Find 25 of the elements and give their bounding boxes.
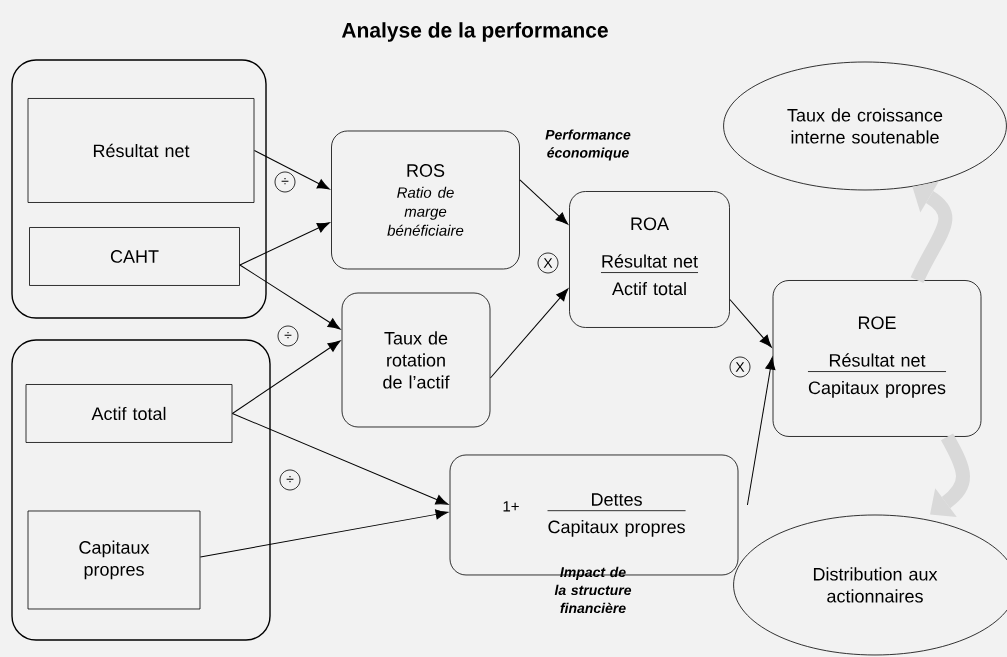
ratio-box: ROE Résultat net Capitaux propres [772, 280, 982, 437]
item-box: CAHT [29, 227, 240, 286]
group-box [11, 59, 267, 319]
ratio-box: ROS Ratio de marge bénéficiaire [331, 130, 520, 270]
curved-arrow [930, 433, 970, 517]
arrow [746, 356, 776, 506]
item-box: Actif total [25, 384, 233, 443]
item-box: Capitaux propres [27, 510, 201, 610]
group-box [11, 339, 271, 641]
arrow [253, 150, 330, 190]
title: Analyse de la performance [341, 22, 608, 42]
annotation: Performance économique [545, 129, 631, 161]
arrow [231, 413, 449, 505]
arrow [231, 340, 341, 414]
curved-arrow [910, 181, 953, 284]
arrow [489, 288, 569, 379]
ratio-box: Taux de rotation de l’actif [341, 292, 491, 428]
arrow [239, 222, 330, 266]
item-box: Résultat net [27, 98, 255, 203]
arrow [729, 299, 772, 348]
annotation: Impact de la structure financière [554, 566, 632, 614]
arrow [199, 509, 449, 558]
arrow [519, 179, 569, 225]
arrow [239, 264, 341, 330]
ratio-box: ROA Résultat net Actif total [569, 191, 730, 328]
